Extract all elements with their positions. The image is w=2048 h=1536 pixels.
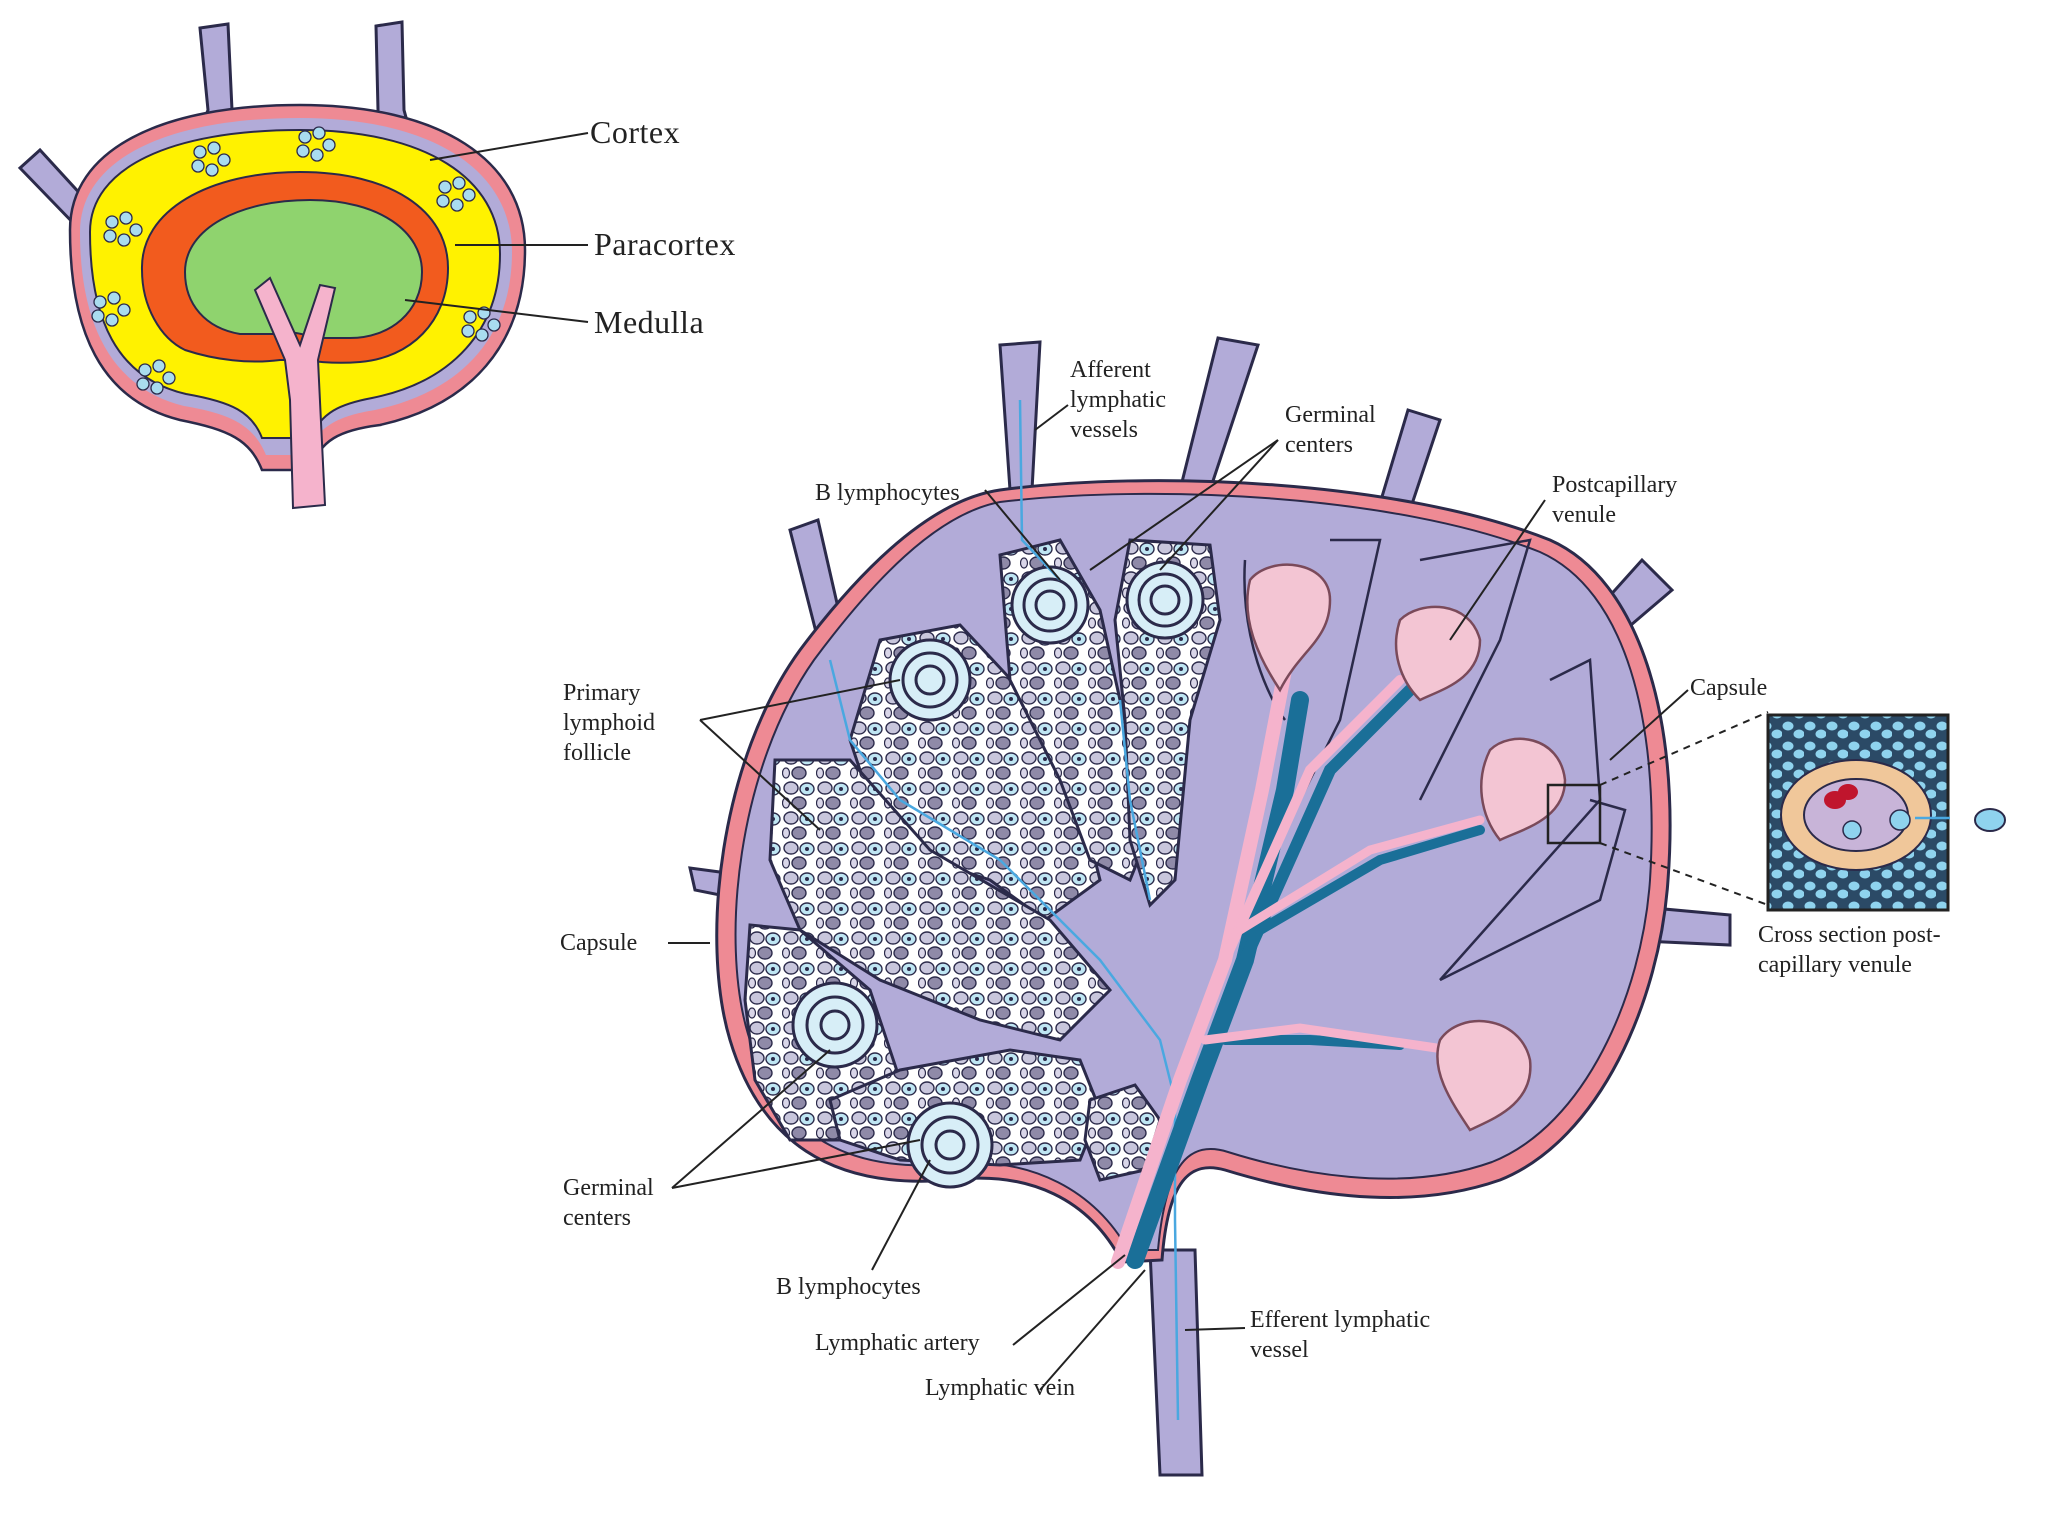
- cross-section-inset: [1766, 713, 2006, 912]
- overview-hilum-vessel: [253, 276, 337, 510]
- detail-leaders: [668, 404, 1689, 1391]
- postcapillary-venules: [1246, 563, 1567, 1132]
- label-b-lymphocytes-bottom: B lymphocytes: [776, 1274, 921, 1300]
- label-capsule-right: Capsule: [1690, 675, 1768, 701]
- label-cortex: Cortex: [590, 114, 681, 150]
- label-medulla: Medulla: [594, 304, 705, 340]
- cortex-leader: [429, 132, 589, 161]
- lymphatic-artery: [1111, 663, 1485, 1269]
- label-paracortex: Paracortex: [594, 226, 736, 262]
- lymphatic-vein: [1126, 684, 1485, 1269]
- label-lymphatic-artery: Lymphatic artery: [815, 1330, 980, 1356]
- medulla-leader: [404, 299, 589, 323]
- lymph-flow-arrows: [828, 399, 1180, 1421]
- overview-follicles: [91, 126, 501, 395]
- zoom-indicator: [1546, 711, 1769, 906]
- label-germinal-centers-bottom: Germinal centers: [563, 1175, 654, 1231]
- detail-node: [668, 336, 2006, 1477]
- label-lymphatic-vein: Lymphatic vein: [925, 1375, 1075, 1401]
- label-capsule-left: Capsule: [560, 930, 638, 956]
- label-efferent-lymphatic-vessel: Efferent lymphatic vessel: [1250, 1307, 1431, 1363]
- label-postcapillary-venule: Postcapillary venule: [1552, 472, 1678, 528]
- overview-medulla-region: [183, 198, 424, 339]
- label-b-lymphocytes-top: B lymphocytes: [815, 480, 960, 506]
- overview-node: [17, 20, 589, 510]
- label-afferent-lymphatic-vessels: Afferent lymphatic vessels: [1070, 357, 1166, 443]
- label-primary-lymphoid-follicle: Primary lymphoid follicle: [563, 680, 656, 766]
- label-germinal-centers-top: Germinal centers: [1285, 402, 1376, 458]
- germinal-centers: [791, 560, 1205, 1189]
- label-cross-section: Cross section post-capillary venule: [1758, 922, 1941, 978]
